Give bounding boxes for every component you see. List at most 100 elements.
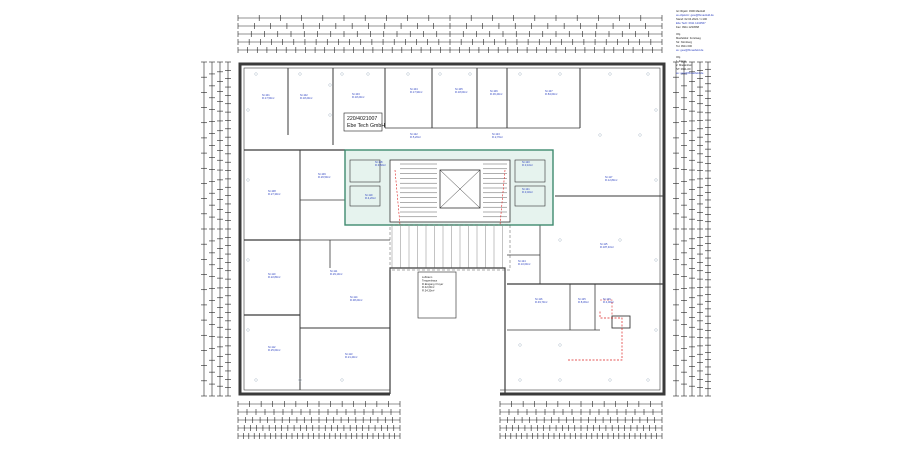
entrance-box-line: Treppenhaus <box>422 278 438 282</box>
room-label-line: Fl.17,90m² <box>410 90 423 94</box>
stair-treads <box>391 163 507 268</box>
entrance-box-line: Luftraum <box>422 275 432 279</box>
callout-line1: 220/4021007 <box>347 116 377 122</box>
room-label-line: Nr.115 <box>600 242 608 246</box>
room-label-line: Nr.117 <box>605 175 613 179</box>
legend-line: Obj. <box>676 55 681 59</box>
entrance-box-line: Fl.54,30m² <box>422 289 435 293</box>
room-label-line: Nr.105 <box>455 87 463 91</box>
room-label-line: Fl.49,70m² <box>535 300 548 304</box>
room-label-line: Nr.106 <box>490 89 498 93</box>
legend-line: ax: gew@fbmaxfeld.de <box>676 48 704 52</box>
room-label-line: Nr.107 <box>545 89 553 93</box>
room-label-line: Nr.121 <box>522 187 530 191</box>
room-label-line: Nr.122 <box>410 132 418 136</box>
legend-line: Str. Nürnberg <box>676 40 692 44</box>
room-label-line: Fl.5,20m² <box>410 135 421 139</box>
room-label-line: Nr.109 <box>318 172 326 176</box>
legend-line: Maxfeldstr. Forstweg <box>676 36 701 40</box>
legend-line: Ebe Tech: 0911 1234567 <box>676 21 706 25</box>
room-label-line: Nr.103 <box>352 92 360 96</box>
room-label-line: Fl.21,40m² <box>345 355 358 359</box>
room-label-line: Fl.12,80m² <box>605 178 618 182</box>
room-label-line: Nr.101 <box>262 93 270 97</box>
room-label-line: Nr.111 <box>330 269 338 273</box>
room-label-line: Nr.114 <box>350 295 358 299</box>
room-label-line: Nr.108 <box>268 189 276 193</box>
room-label-line: Fl.18,00m² <box>455 90 468 94</box>
room-label-line: Nr.110 <box>268 272 276 276</box>
room-label-line: Fl.10,60m² <box>518 262 531 266</box>
room-label-line: Fl.84,60m² <box>545 92 558 96</box>
room-label-line: Nr.102 <box>300 93 308 97</box>
room-label-line: Nr.118 <box>375 160 383 164</box>
room-label-line: Fl.27,30m² <box>268 192 281 196</box>
room-label-line: Nr.113 <box>345 352 353 356</box>
legend-line: ax: gew@fbmaxfeld.de <box>676 71 704 75</box>
legend-line: Tel. 0911 000 <box>676 44 692 48</box>
dimension-chains <box>201 15 711 439</box>
entrance-box-line: Fl.42,00m² <box>422 285 435 289</box>
room-label-line: Nr.104 <box>410 87 418 91</box>
legend-line: 1. Etage <box>676 59 687 63</box>
room-label-line: Fl.17,50m² <box>262 96 275 100</box>
room-label-line: Fl.8,30m² <box>578 300 589 304</box>
room-label-line: Nr.119 <box>365 193 373 197</box>
room-label-line: Fl.22,80m² <box>268 275 281 279</box>
room-label-line: Fl.38,20m² <box>350 298 363 302</box>
room-label-line: Fl.187,40m² <box>600 245 614 249</box>
room-label-line: Fl.26,50m² <box>318 175 331 179</box>
room-label-line: Nr.116 <box>535 297 543 301</box>
room-label-line: Nr.112 <box>268 345 276 349</box>
room-label-line: Fl.18,20m² <box>300 96 313 100</box>
legend-line: NT: 0911-00 <box>676 67 691 71</box>
legend-line: Obj. <box>676 32 681 36</box>
legend-line: Ist Objekt: 0300 Maxfeld <box>676 9 705 13</box>
room-label-line: Fl.4,90m² <box>603 300 614 304</box>
fixture-symbols <box>246 72 658 382</box>
room-label-line: Fl.3,40m² <box>522 190 533 194</box>
room-label-line: Nr.125 <box>578 297 586 301</box>
interior-walls <box>244 68 664 390</box>
room-label-line: Fl.25,60m² <box>268 348 281 352</box>
room-label-line: Fl.29,10m² <box>330 272 343 276</box>
room-label-line: Fl.9,60m² <box>375 163 386 167</box>
room-label-line: Nr.124 <box>518 259 526 263</box>
legend-line: ax.objektnr: gew@fbmaxfeld.de <box>676 13 714 17</box>
callout-line2: Ebe Tech GmbH <box>347 123 385 129</box>
legend-line: Stand: 02.04.2024 / 1:100 <box>676 17 707 21</box>
building-shell <box>238 62 666 396</box>
room-label-line: Nr.123 <box>492 132 500 136</box>
room-label-line: Fl.18,20m² <box>352 95 365 99</box>
room-label-line: Fl.3,10m² <box>522 163 533 167</box>
room-label-line: Nr.120 <box>522 160 530 164</box>
room-label-line: Fl.4,20m² <box>365 196 376 200</box>
